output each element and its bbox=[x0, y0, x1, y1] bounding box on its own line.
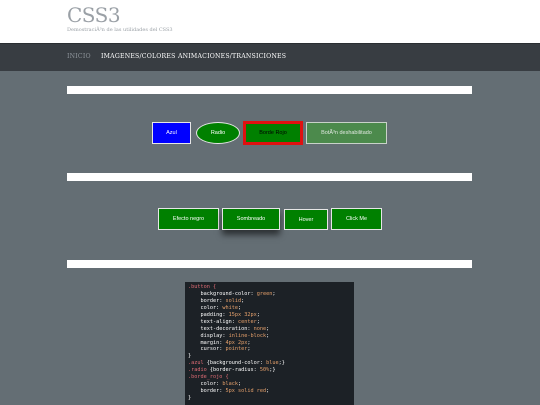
code-line: padding: 15px 32px; bbox=[188, 312, 351, 319]
nav-item-inicio[interactable]: INICIO bbox=[67, 53, 91, 60]
code-token: cursor: bbox=[188, 346, 226, 353]
code-token: text-decoration: bbox=[188, 325, 254, 332]
code-token: black bbox=[222, 381, 238, 388]
code-token: ; bbox=[266, 388, 270, 395]
site-title: CSS3 bbox=[67, 3, 121, 27]
code-token: {border-radius: bbox=[209, 367, 260, 374]
code-line: border: 5px solid red; bbox=[188, 388, 351, 395]
code-token: padding: bbox=[188, 311, 229, 318]
code-line: } bbox=[188, 353, 351, 360]
code-line: .button { bbox=[188, 284, 351, 291]
code-line: cursor: pointer; bbox=[188, 346, 351, 353]
code-line: background-color: green; bbox=[188, 291, 351, 298]
code-token: white bbox=[222, 304, 238, 311]
azul-button[interactable]: Azul bbox=[152, 122, 191, 144]
section-divider bbox=[67, 260, 472, 268]
borde-rojo-button[interactable]: Borde Rojo bbox=[243, 121, 303, 145]
code-token: .borde_rojo { bbox=[188, 374, 229, 381]
code-token: ; bbox=[266, 325, 270, 332]
code-line: } bbox=[188, 395, 351, 402]
code-line: display: inline-block; bbox=[188, 333, 351, 340]
code-token: ;} bbox=[269, 367, 276, 374]
code-token: 5px solid red bbox=[225, 388, 267, 395]
code-token: .button { bbox=[188, 284, 217, 290]
sombreado-button[interactable]: Sombreado bbox=[222, 208, 280, 230]
code-token: .radio bbox=[188, 367, 210, 374]
code-token: background-color: bbox=[188, 290, 257, 297]
code-token: ;} bbox=[278, 360, 285, 367]
code-token: border: bbox=[188, 297, 226, 304]
nav-bar: INICIO IMAGENES/COLORES ANIMACIONES/TRAN… bbox=[0, 43, 540, 71]
section-divider bbox=[67, 173, 472, 181]
code-token: } bbox=[188, 353, 192, 360]
code-line: .borde_rojo { bbox=[188, 374, 351, 381]
code-line: text-align: center; bbox=[188, 319, 351, 326]
code-token: center bbox=[237, 318, 257, 325]
code-token: inline-block bbox=[228, 332, 267, 339]
code-line: color: black; bbox=[188, 381, 351, 388]
code-token: color: bbox=[188, 381, 223, 388]
code-token: ; bbox=[247, 346, 251, 353]
code-token: color: bbox=[188, 304, 223, 311]
radio-button[interactable]: Radio bbox=[196, 122, 240, 144]
site-subtitle: DemostraciÃ³n de las utilidades del CSS3 bbox=[67, 27, 173, 33]
code-line: text-decoration: none; bbox=[188, 326, 351, 333]
code-token: ; bbox=[237, 381, 242, 388]
code-token: .azul bbox=[188, 360, 207, 367]
code-token: ; bbox=[266, 332, 270, 339]
code-token: ; bbox=[272, 290, 276, 297]
code-token: ; bbox=[256, 311, 260, 318]
code-token: 50% bbox=[259, 367, 270, 374]
code-token: pointer bbox=[225, 346, 248, 353]
code-token: green bbox=[256, 290, 273, 297]
code-token: 15px 32px bbox=[228, 311, 257, 318]
code-line: margin: 4px 2px; bbox=[188, 340, 351, 347]
code-token: none bbox=[253, 325, 267, 332]
code-token: ; bbox=[241, 297, 245, 304]
code-line: color: white; bbox=[188, 305, 351, 312]
code-token: display: bbox=[188, 332, 229, 339]
code-line: .azul {background-color: blue;} bbox=[188, 360, 351, 367]
code-token: ; bbox=[237, 304, 242, 311]
code-token: } bbox=[188, 395, 192, 401]
css-code-block: .button { background-color: green; borde… bbox=[185, 282, 354, 405]
section-divider bbox=[67, 86, 472, 94]
click-me-button[interactable]: Click Me bbox=[331, 208, 382, 230]
code-token: ; bbox=[247, 339, 251, 346]
code-line: border: solid; bbox=[188, 298, 351, 305]
code-token: margin: bbox=[188, 339, 226, 346]
code-token: solid bbox=[225, 297, 242, 304]
code-line: .radio {border-radius: 50%;} bbox=[188, 367, 351, 374]
code-token: border: bbox=[188, 388, 226, 395]
site-header: CSS3 DemostraciÃ³n de las utilidades del… bbox=[0, 0, 540, 43]
disabled-button: BotÃ³n deshabilitado bbox=[306, 122, 387, 144]
code-token: ; bbox=[256, 318, 260, 325]
efecto-negro-button[interactable]: Efecto negro bbox=[158, 208, 219, 230]
code-token: 4px 2px bbox=[225, 339, 248, 346]
nav-item-animaciones-transiciones[interactable]: ANIMACIONES/TRANSICIONES bbox=[178, 53, 287, 60]
code-token: text-align: bbox=[188, 318, 238, 325]
hover-button[interactable]: Hover bbox=[284, 209, 328, 230]
nav-item-imagenes-colores[interactable]: IMAGENES/COLORES bbox=[101, 53, 176, 60]
code-token: blue bbox=[266, 360, 279, 367]
code-token: {background-color: bbox=[206, 360, 267, 367]
